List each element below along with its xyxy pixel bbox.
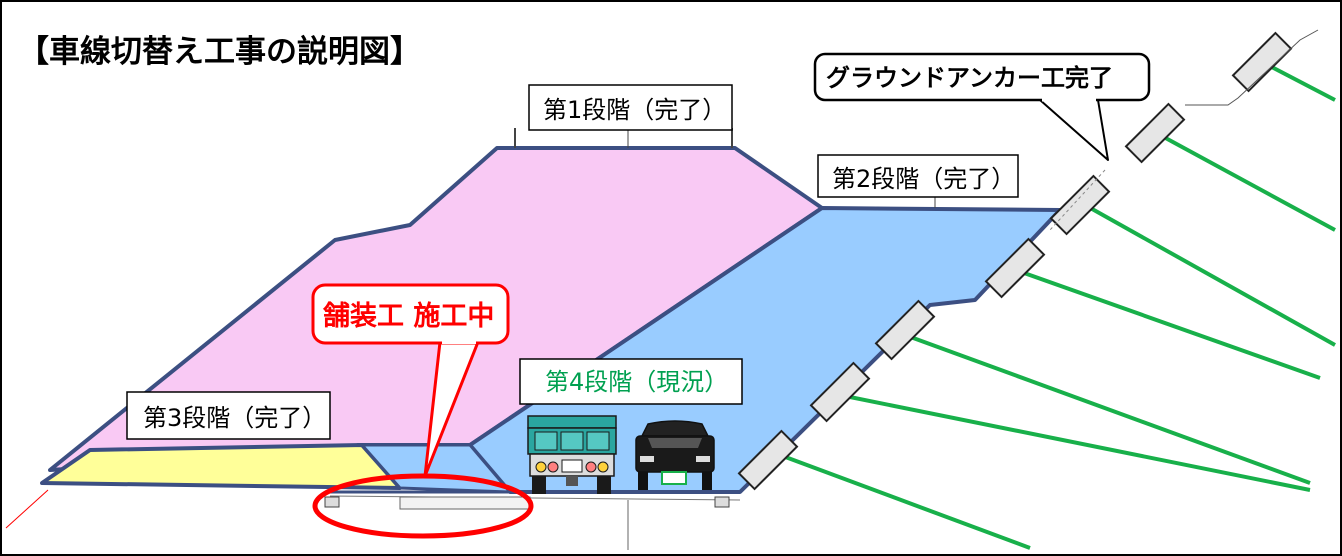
stage3-label: 第3段階（完了） bbox=[143, 404, 326, 432]
drain-structure bbox=[399, 496, 531, 510]
anchor-blocks bbox=[737, 31, 1293, 491]
dump-truck-icon bbox=[527, 415, 617, 494]
paving-callout bbox=[311, 283, 510, 345]
red-ellipse-marker bbox=[312, 473, 534, 539]
diagram-title: 【車線切替え工事の説明図】 bbox=[18, 34, 421, 70]
car-icon bbox=[635, 420, 715, 490]
road-base bbox=[329, 495, 741, 501]
slope-top-line bbox=[1185, 29, 1319, 106]
stage3-region bbox=[40, 443, 402, 490]
slope-dash bbox=[1049, 169, 1106, 231]
anchor-callout bbox=[813, 52, 1151, 102]
stage1-label-box bbox=[528, 84, 733, 131]
stage3-label-box bbox=[126, 391, 331, 440]
paving-callout-pointer bbox=[423, 341, 480, 478]
anchor-callout-text: グラウンドアンカー工完了 bbox=[826, 64, 1113, 92]
guard-post-right bbox=[714, 496, 730, 508]
stage4-label-box bbox=[519, 358, 743, 405]
anchor-callout-pointer bbox=[1039, 99, 1109, 161]
guard-post-left bbox=[324, 496, 340, 508]
stage4-label: 第4段階（現況） bbox=[545, 368, 728, 396]
stage2-label-box bbox=[817, 154, 1019, 198]
paving-callout-text: 舗装工 施工中 bbox=[322, 301, 494, 332]
stage2-label: 第2段階（完了） bbox=[832, 165, 1015, 193]
anchor-lines bbox=[779, 60, 1336, 550]
stage1-label: 第1段階（完了） bbox=[543, 96, 726, 124]
reference-line bbox=[5, 489, 49, 529]
